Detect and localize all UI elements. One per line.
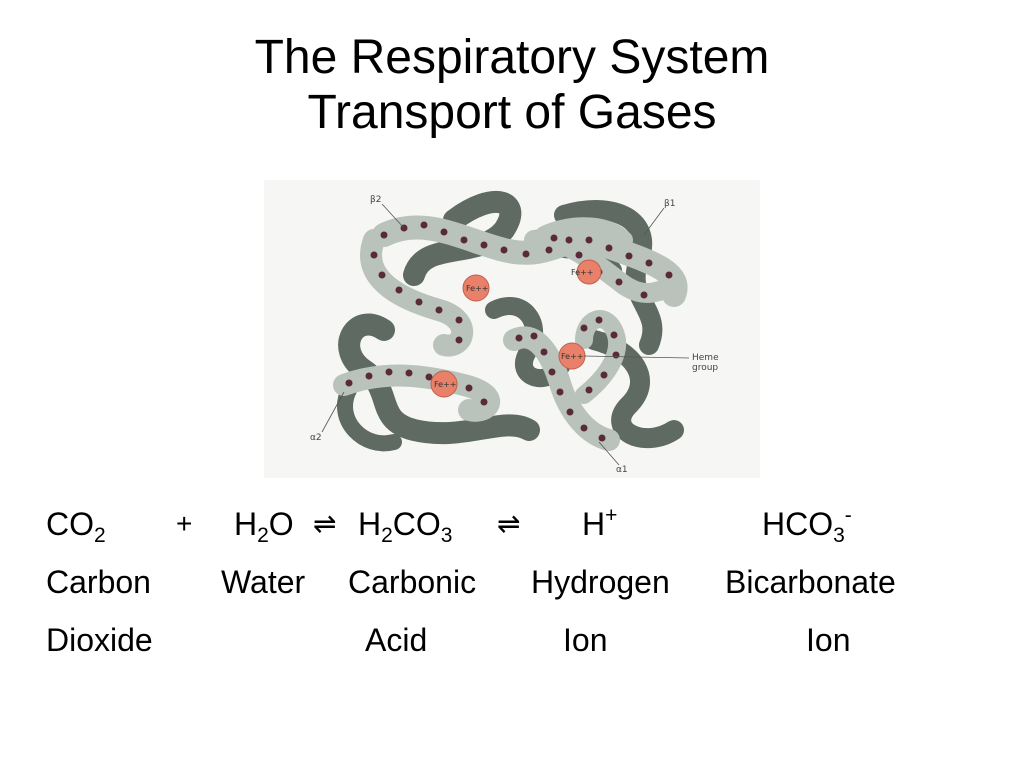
title-line-2: Transport of Gases xyxy=(307,86,717,139)
equilibrium-arrow-1: ⇌ xyxy=(313,508,337,539)
name-acid: Acid xyxy=(365,622,428,658)
slide-title: The Respiratory System Transport of Gase… xyxy=(0,30,1024,140)
fe-label-2: Fe++ xyxy=(571,268,594,277)
name-ion-2: Ion xyxy=(806,622,851,658)
fe-label-3: Fe++ xyxy=(561,352,584,361)
heme-label-line1: Heme xyxy=(692,353,719,363)
backbone-atoms xyxy=(345,221,673,442)
hemoglobin-illustration: Fe++ Fe++ Fe++ Fe++ β2 β1 Heme group α2 … xyxy=(310,191,719,475)
fe-label-1: Fe++ xyxy=(466,284,489,293)
formula-hco3: HCO3- xyxy=(762,504,852,547)
name-dioxide: Dioxide xyxy=(46,622,153,658)
alpha2-label: α2 xyxy=(310,433,322,443)
name-carbon: Carbon xyxy=(46,564,151,600)
name-bicarbonate: Bicarbonate xyxy=(725,564,896,600)
heme-label-line2: group xyxy=(692,363,718,373)
beta2-label: β2 xyxy=(370,195,381,205)
leader-lines xyxy=(321,203,690,466)
formula-h2co3: H2CO3 xyxy=(358,506,453,547)
name-hydrogen: Hydrogen xyxy=(531,564,670,600)
equilibrium-arrow-2: ⇌ xyxy=(497,508,521,539)
heme-groups xyxy=(430,259,602,398)
formula-h2o: H2O xyxy=(234,506,294,547)
alpha1-label: α1 xyxy=(616,465,628,475)
hemoglobin-figure: Fe++ Fe++ Fe++ Fe++ β2 β1 Heme group α2 … xyxy=(264,180,760,478)
name-ion-1: Ion xyxy=(563,622,608,658)
beta1-label: β1 xyxy=(664,199,675,209)
formula-h-ion: H+ xyxy=(582,504,618,542)
fe-label-4: Fe++ xyxy=(434,380,457,389)
name-carbonic: Carbonic xyxy=(348,564,477,600)
name-water: Water xyxy=(221,564,306,600)
plus-sign: + xyxy=(176,508,193,539)
title-line-1: The Respiratory System xyxy=(254,31,770,84)
formula-co2: CO2 xyxy=(46,506,106,547)
